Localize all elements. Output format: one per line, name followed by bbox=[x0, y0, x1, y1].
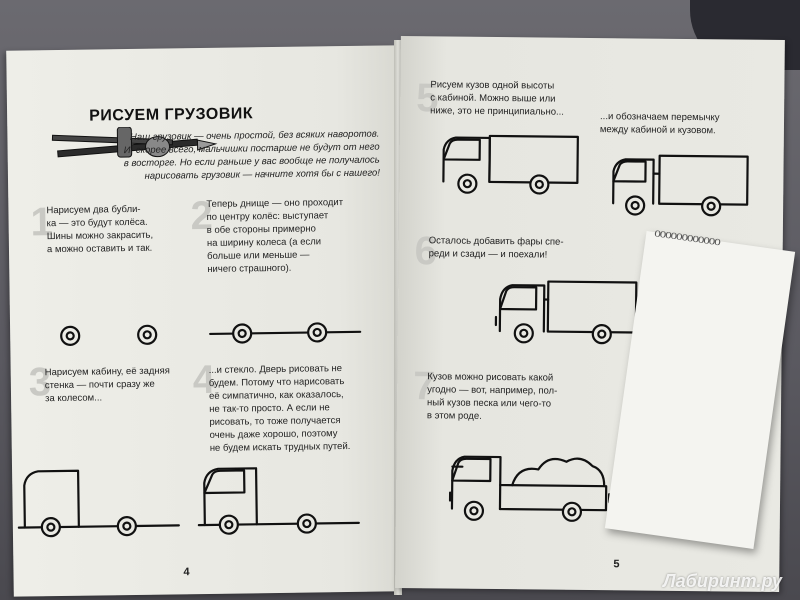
page-number: 4 bbox=[183, 566, 190, 579]
step-line: не будем искать трудных путей. bbox=[209, 440, 351, 454]
step-line: между кабиной и кузовом. bbox=[599, 124, 716, 137]
page-title: РИСУЕМ ГРУЗОВИК bbox=[89, 105, 254, 125]
truck-body-drawing bbox=[442, 134, 579, 195]
step-line: в этом роде. bbox=[426, 410, 482, 422]
page-number: 5 bbox=[613, 558, 620, 571]
truck-sand-drawing bbox=[448, 455, 611, 522]
step-line: за колесом... bbox=[44, 392, 103, 405]
pencils-icon bbox=[51, 126, 218, 158]
step-line: а можно оставить и так. bbox=[46, 242, 153, 256]
step-5b-text: ...и обозначаем перемычку между кабиной … bbox=[600, 110, 770, 138]
left-page: РИСУЕМ ГРУЗОВИК Наш грузовик — очень про… bbox=[6, 45, 402, 597]
wheels-drawing bbox=[60, 324, 158, 346]
step-line: реди и сзади — и поехали! bbox=[428, 248, 548, 261]
step-6-text: Осталось добавить фары спе- реди и сзади… bbox=[429, 234, 589, 262]
right-page: 5 Рисуем кузов одной высоты с кабиной. М… bbox=[395, 36, 785, 592]
step-7-text: Кузов можно рисовать какой угодно — вот,… bbox=[427, 370, 593, 424]
step-1-text: Нарисуем два бубли- ка — это будут колёс… bbox=[46, 202, 187, 256]
truck-lights-drawing bbox=[494, 280, 641, 345]
step-4-text: ...и стекло. Дверь рисовать не будем. По… bbox=[209, 361, 385, 454]
intro-text: Наш грузовик — очень простой, без всяких… bbox=[67, 128, 380, 184]
step-5-text: Рисуем кузов одной высоты с кабиной. Мож… bbox=[430, 78, 590, 119]
watermark: Лабиринт.ру bbox=[663, 571, 782, 591]
step-3-text: Нарисуем кабину, её задняя стенка — почт… bbox=[45, 364, 196, 405]
step-line: ниже, это не принципиально... bbox=[430, 105, 565, 118]
truck-connector-drawing bbox=[612, 154, 749, 217]
cab-drawing bbox=[17, 469, 180, 538]
step-2-text: Теперь днище — оно проходит по центру ко… bbox=[206, 196, 382, 276]
cab-window-drawing bbox=[197, 467, 360, 535]
step-line: ничего страшного). bbox=[207, 262, 292, 275]
chassis-drawing bbox=[209, 322, 362, 344]
